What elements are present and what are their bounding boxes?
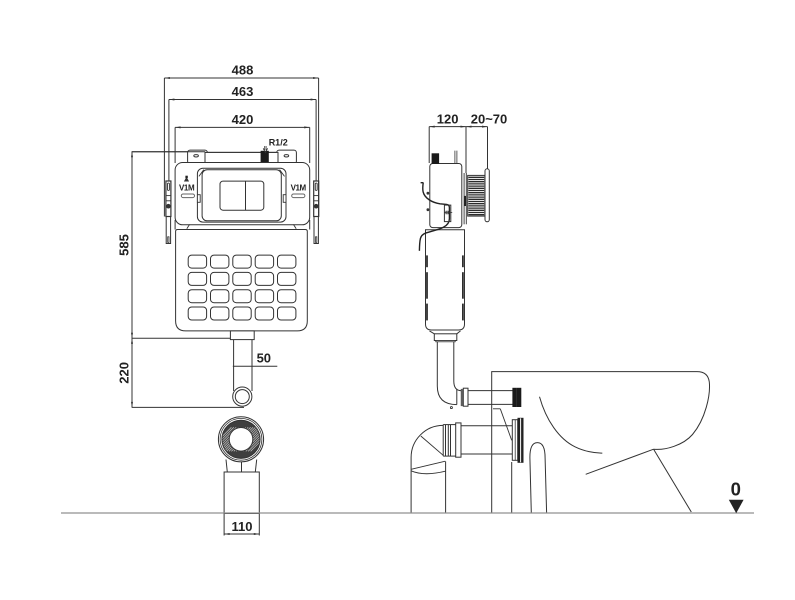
- svg-text:420: 420: [232, 112, 254, 127]
- svg-text:463: 463: [232, 84, 254, 99]
- svg-text:110: 110: [232, 519, 253, 534]
- svg-text:585: 585: [117, 234, 132, 256]
- svg-text:V1M: V1M: [179, 183, 195, 192]
- svg-text:0: 0: [731, 479, 741, 500]
- svg-text:488: 488: [232, 63, 254, 78]
- svg-text:120: 120: [437, 112, 459, 127]
- svg-text:R1/2: R1/2: [269, 138, 288, 148]
- svg-text:50: 50: [257, 351, 271, 366]
- svg-text:220: 220: [117, 362, 132, 384]
- svg-text:20~70: 20~70: [471, 112, 508, 127]
- svg-text:V1M: V1M: [291, 183, 307, 192]
